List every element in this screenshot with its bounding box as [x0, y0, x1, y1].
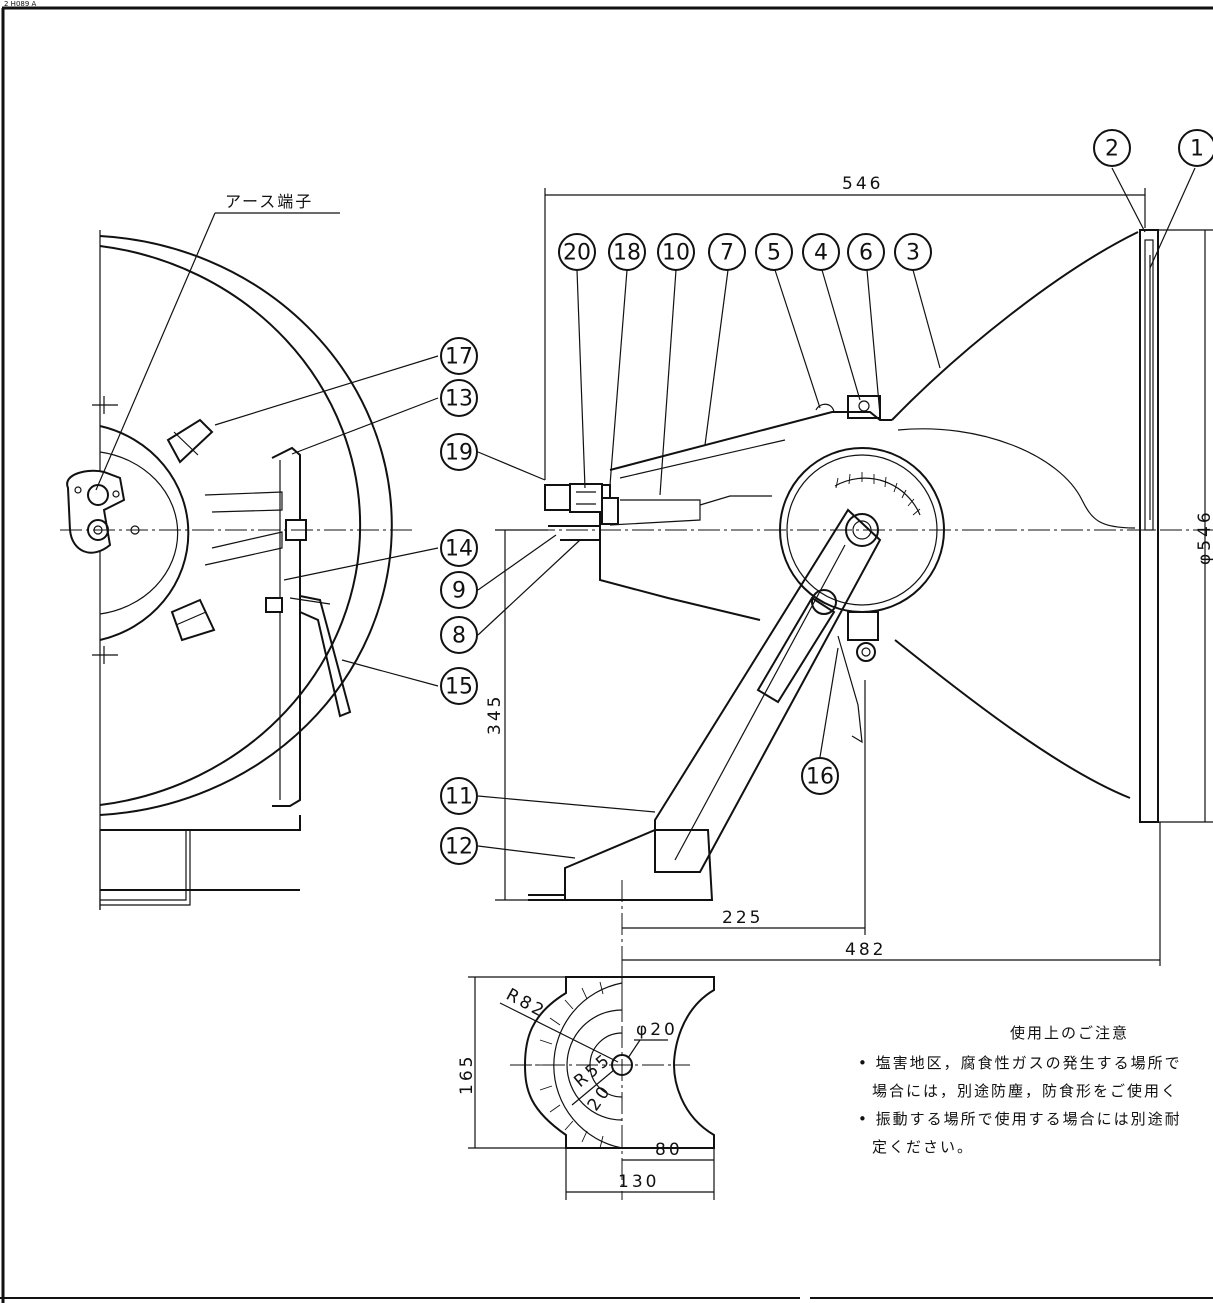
part-callout-18: 18 — [608, 233, 646, 271]
part-callout-11: 11 — [440, 777, 478, 815]
part-callout-3: 3 — [894, 233, 932, 271]
dim-overall-length: 546 — [842, 174, 883, 194]
svg-text:3: 3 — [906, 241, 920, 266]
part-callout-1: 1 — [1178, 129, 1213, 167]
svg-text:16: 16 — [806, 765, 834, 790]
part-callout-19: 19 — [440, 433, 478, 471]
svg-text:19: 19 — [445, 441, 473, 466]
svg-text:4: 4 — [814, 241, 828, 266]
svg-text:2: 2 — [1105, 137, 1119, 162]
part-callout-8: 8 — [440, 616, 478, 654]
svg-text:11: 11 — [445, 785, 473, 810]
svg-text:13: 13 — [445, 387, 473, 412]
part-callout-9: 9 — [440, 571, 478, 609]
dim-lens-diameter: φ546 — [1195, 509, 1213, 565]
svg-text:18: 18 — [613, 241, 641, 266]
part-callout-17: 17 — [440, 337, 478, 375]
notes-line-1: • 塩害地区，腐食性ガスの発生する場所で — [858, 1054, 1182, 1072]
svg-text:1: 1 — [1190, 137, 1204, 162]
part-callout-5: 5 — [755, 233, 793, 271]
svg-text:7: 7 — [720, 241, 734, 266]
dim-radius-inner: R55 — [570, 1049, 615, 1092]
part-callout-16: 16 — [801, 757, 839, 795]
part-callout-10: 10 — [657, 233, 695, 271]
rear-view — [60, 230, 415, 910]
earth-terminal-label: アース端子 — [225, 192, 313, 211]
part-callout-15: 15 — [440, 667, 478, 705]
dim-base-to-pivot: 225 — [722, 908, 763, 928]
side-view — [500, 229, 1213, 1020]
part-callout-7: 7 — [708, 233, 746, 271]
svg-text:20: 20 — [563, 241, 591, 266]
header-mark: 2 H089 A — [4, 0, 37, 8]
base-scale-ticks — [535, 981, 604, 1149]
part-callout-20: 20 — [558, 233, 596, 271]
dim-base-half-width: 80 — [655, 1140, 683, 1160]
part-callout-13: 13 — [440, 379, 478, 417]
dim-height: 345 — [485, 694, 505, 735]
sheet-border — [0, 6, 1213, 1303]
dimension-lines — [468, 188, 1206, 1200]
part-callout-14: 14 — [440, 529, 478, 567]
dim-base-height: 165 — [457, 1054, 477, 1095]
part-callout-6: 6 — [847, 233, 885, 271]
part-callout-2: 2 — [1093, 129, 1131, 167]
part-callout-4: 4 — [802, 233, 840, 271]
svg-text:9: 9 — [452, 579, 466, 604]
svg-text:10: 10 — [662, 241, 690, 266]
notes-line-2: 場合には，別途防塵，防食形をご使用く — [872, 1082, 1178, 1100]
notes-line-3: • 振動する場所で使用する場合には別途耐 — [858, 1110, 1182, 1128]
pivot-scale-ticks — [835, 472, 921, 516]
svg-text:6: 6 — [859, 241, 873, 266]
notes-title: 使用上のご注意 — [1010, 1024, 1129, 1042]
dim-hole-diameter: φ20 — [636, 1020, 678, 1040]
svg-text:14: 14 — [445, 537, 473, 562]
svg-text:5: 5 — [767, 241, 781, 266]
earth-terminal-callout: アース端子 — [95, 192, 340, 491]
svg-text:15: 15 — [445, 675, 473, 700]
dim-base-to-front: 482 — [845, 940, 886, 960]
leader-lines — [214, 167, 1196, 859]
part-callout-12: 12 — [440, 827, 478, 865]
svg-text:17: 17 — [445, 345, 473, 370]
svg-text:12: 12 — [445, 835, 473, 860]
notes-line-4: 定ください。 — [872, 1138, 974, 1156]
usage-notes: 使用上のご注意 • 塩害地区，腐食性ガスの発生する場所で 場合には，別途防塵，防… — [858, 1024, 1182, 1156]
svg-text:8: 8 — [452, 624, 466, 649]
dim-base-width: 130 — [618, 1172, 659, 1192]
